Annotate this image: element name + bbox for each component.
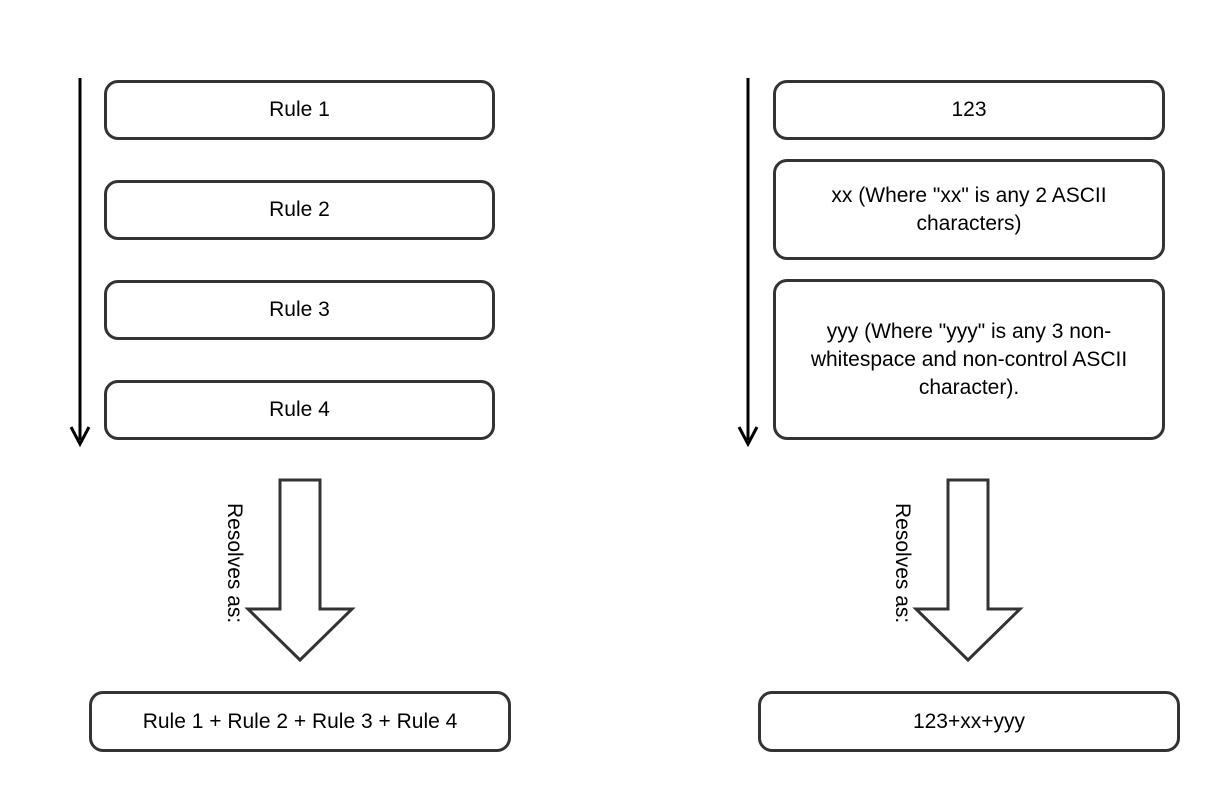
rule-box-yyy-label: yyy (Where "yyy" is any 3 non-whitespace… bbox=[810, 319, 1128, 399]
result-box-right-label: 123+xx+yyy bbox=[912, 709, 1026, 733]
rule-box-123: 123 bbox=[773, 80, 1165, 140]
resolves-block-arrow-left bbox=[244, 478, 356, 663]
rule-box-1-label: Rule 1 bbox=[269, 98, 330, 121]
resolves-block-arrow-right bbox=[912, 478, 1024, 663]
order-arrow-right bbox=[737, 78, 759, 448]
rule-box-xx-label: xx (Where "xx" is any 2 ASCII characters… bbox=[831, 183, 1107, 235]
rule-box-123-label: 123 bbox=[951, 98, 987, 121]
rule-box-4-label: Rule 4 bbox=[269, 398, 330, 421]
resolves-label-right: Resolves as: bbox=[891, 503, 914, 624]
resolves-label-left: Resolves as: bbox=[223, 503, 246, 624]
rule-box-2: Rule 2 bbox=[104, 180, 495, 240]
rule-box-3: Rule 3 bbox=[104, 280, 495, 340]
rule-box-2-label: Rule 2 bbox=[269, 198, 330, 221]
rule-box-1: Rule 1 bbox=[104, 80, 495, 140]
result-box-left: Rule 1 + Rule 2 + Rule 3 + Rule 4 bbox=[89, 691, 511, 752]
result-box-right: 123+xx+yyy bbox=[758, 691, 1180, 752]
result-box-left-label: Rule 1 + Rule 2 + Rule 3 + Rule 4 bbox=[142, 709, 458, 733]
rule-box-yyy: yyy (Where "yyy" is any 3 non-whitespace… bbox=[773, 279, 1165, 440]
rule-box-4: Rule 4 bbox=[104, 380, 495, 440]
rule-box-xx: xx (Where "xx" is any 2 ASCII characters… bbox=[773, 159, 1165, 260]
rule-box-3-label: Rule 3 bbox=[269, 298, 330, 321]
order-arrow-left bbox=[69, 78, 91, 448]
